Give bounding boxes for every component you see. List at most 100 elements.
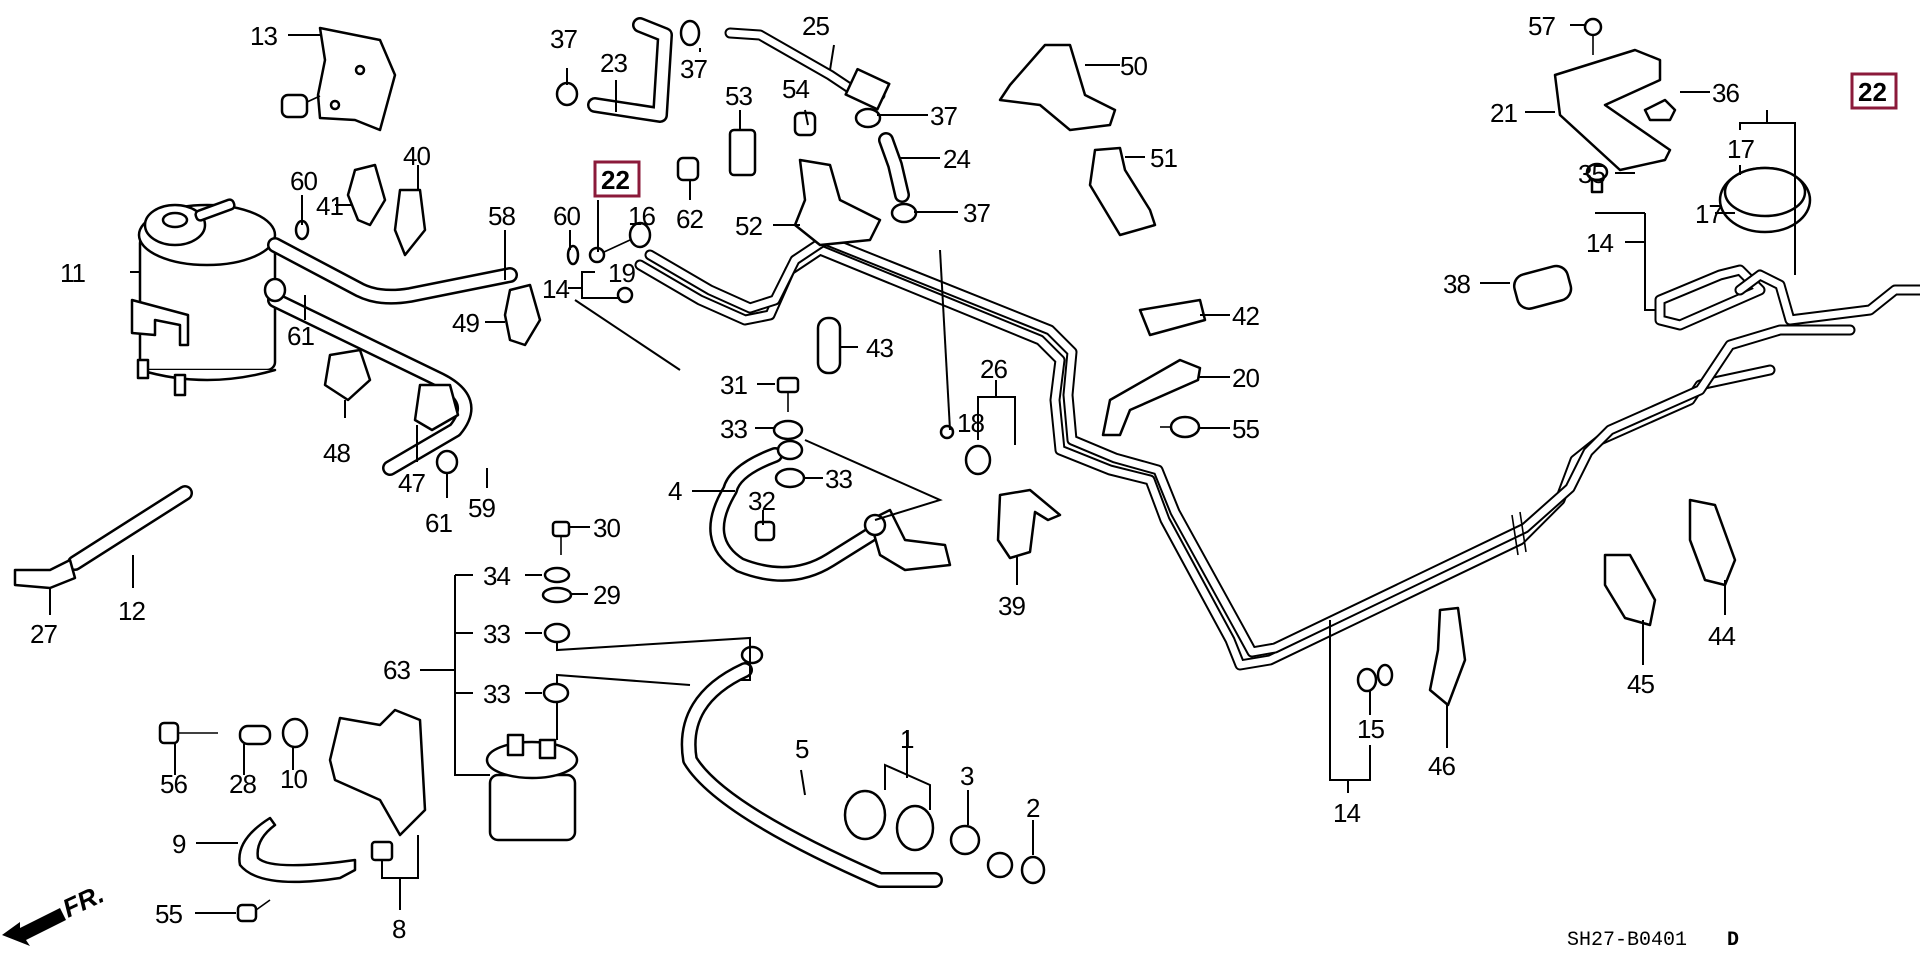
callout-17[interactable]: 17 bbox=[1727, 134, 1755, 164]
front-direction-indicator: FR. bbox=[2, 879, 109, 946]
bracket-part-13[interactable] bbox=[280, 26, 397, 132]
callout-57[interactable]: 57 bbox=[1528, 11, 1556, 41]
callout-61[interactable]: 61 bbox=[425, 508, 453, 538]
callout-60[interactable]: 60 bbox=[553, 201, 581, 231]
callout-15[interactable]: 15 bbox=[1357, 714, 1385, 744]
callout-41[interactable]: 41 bbox=[316, 191, 344, 221]
callout-54[interactable]: 54 bbox=[782, 74, 810, 104]
hose-part-58[interactable] bbox=[267, 237, 518, 305]
hose-part-12[interactable] bbox=[67, 485, 193, 571]
callout-11[interactable]: 11 bbox=[60, 258, 87, 288]
brake-hose-part-5[interactable] bbox=[680, 645, 1014, 888]
callout-40[interactable]: 40 bbox=[403, 141, 431, 171]
callout-43[interactable]: 43 bbox=[866, 333, 894, 363]
callout-37[interactable]: 37 bbox=[550, 24, 578, 54]
callout-48[interactable]: 48 bbox=[323, 438, 351, 468]
callout-27[interactable]: 27 bbox=[30, 619, 58, 649]
callout-2[interactable]: 2 bbox=[1026, 793, 1041, 823]
callout-19[interactable]: 19 bbox=[608, 258, 636, 288]
callout-35[interactable]: 35 bbox=[1578, 159, 1606, 189]
callout-14[interactable]: 14 bbox=[1333, 798, 1361, 828]
callout-55[interactable]: 55 bbox=[155, 899, 183, 929]
callout-21[interactable]: 21 bbox=[1490, 98, 1518, 128]
callout-61[interactable]: 61 bbox=[287, 321, 315, 351]
callout-1[interactable]: 1 bbox=[900, 724, 915, 754]
front-arrow-icon bbox=[2, 908, 66, 946]
callout-32[interactable]: 32 bbox=[748, 486, 776, 516]
callout-14[interactable]: 14 bbox=[1586, 228, 1614, 258]
callout-45[interactable]: 45 bbox=[1627, 669, 1655, 699]
callout-9[interactable]: 9 bbox=[172, 829, 187, 859]
callout-52[interactable]: 52 bbox=[735, 211, 763, 241]
callout-56[interactable]: 56 bbox=[160, 769, 188, 799]
highlight-box-22-right[interactable] bbox=[1850, 72, 1898, 110]
callout-63[interactable]: 63 bbox=[383, 655, 411, 685]
small-parts bbox=[13, 17, 1812, 923]
callout-44[interactable]: 44 bbox=[1708, 621, 1736, 651]
callout-33[interactable]: 33 bbox=[825, 464, 853, 494]
callout-5[interactable]: 5 bbox=[795, 734, 810, 764]
callout-17[interactable]: 17 bbox=[1695, 199, 1723, 229]
callout-31[interactable]: 31 bbox=[720, 370, 748, 400]
diagram-code-text: SH27-B0401 bbox=[1567, 929, 1687, 952]
diagram-code: SH27-B0401 D bbox=[1567, 929, 1739, 952]
callout-23[interactable]: 23 bbox=[600, 48, 628, 78]
callout-28[interactable]: 28 bbox=[229, 769, 257, 799]
callout-39[interactable]: 39 bbox=[998, 591, 1026, 621]
fuel-filter[interactable] bbox=[485, 733, 579, 842]
callout-8[interactable]: 8 bbox=[392, 914, 407, 944]
callout-37[interactable]: 37 bbox=[930, 101, 958, 131]
callout-22-boxed[interactable]: 22 bbox=[601, 165, 630, 195]
diagram-code-suffix: D bbox=[1727, 929, 1739, 952]
callout-13[interactable]: 13 bbox=[250, 21, 278, 51]
callout-55[interactable]: 55 bbox=[1232, 414, 1260, 444]
callout-59[interactable]: 59 bbox=[468, 493, 496, 523]
hose-part-24[interactable] bbox=[878, 132, 910, 203]
callout-53[interactable]: 53 bbox=[725, 81, 753, 111]
callout-29[interactable]: 29 bbox=[593, 580, 621, 610]
callout-36[interactable]: 36 bbox=[1712, 78, 1740, 108]
callout-26[interactable]: 26 bbox=[980, 354, 1008, 384]
callout-37[interactable]: 37 bbox=[680, 54, 708, 84]
callout-22-boxed[interactable]: 22 bbox=[1858, 77, 1887, 107]
pipe-part-25[interactable] bbox=[724, 27, 891, 111]
callout-62[interactable]: 62 bbox=[676, 204, 704, 234]
callout-20[interactable]: 20 bbox=[1232, 363, 1260, 393]
leader-lines bbox=[49, 24, 1796, 914]
bracket-part-8[interactable] bbox=[328, 708, 427, 862]
callout-33[interactable]: 33 bbox=[720, 414, 748, 444]
callout-60[interactable]: 60 bbox=[290, 166, 318, 196]
callout-12[interactable]: 12 bbox=[118, 596, 146, 626]
callout-49[interactable]: 49 bbox=[452, 308, 480, 338]
strap-part-9[interactable] bbox=[238, 816, 357, 884]
canister-part-11[interactable] bbox=[130, 198, 277, 397]
callout-46[interactable]: 46 bbox=[1428, 751, 1456, 781]
brake-hose-part-4[interactable] bbox=[709, 439, 952, 582]
hose-part-59[interactable] bbox=[267, 292, 473, 476]
callout-51[interactable]: 51 bbox=[1150, 143, 1178, 173]
callout-24[interactable]: 24 bbox=[943, 144, 971, 174]
callout-37[interactable]: 37 bbox=[963, 198, 991, 228]
callout-30[interactable]: 30 bbox=[593, 513, 621, 543]
callout-18[interactable]: 18 bbox=[957, 408, 985, 438]
callout-50[interactable]: 50 bbox=[1120, 51, 1148, 81]
callout-42[interactable]: 42 bbox=[1232, 301, 1260, 331]
callout-33[interactable]: 33 bbox=[483, 679, 511, 709]
highlight-box-22-left[interactable] bbox=[593, 160, 641, 198]
callout-labels: 13 37 23 37 25 53 54 37 50 24 51 22 62 5… bbox=[30, 11, 1887, 944]
callout-14[interactable]: 14 bbox=[542, 274, 570, 304]
callout-58[interactable]: 58 bbox=[488, 201, 516, 231]
callout-34[interactable]: 34 bbox=[483, 561, 511, 591]
front-label: FR. bbox=[58, 879, 109, 924]
callout-33[interactable]: 33 bbox=[483, 619, 511, 649]
callout-25[interactable]: 25 bbox=[802, 11, 830, 41]
callout-47[interactable]: 47 bbox=[398, 468, 426, 498]
hose-part-23[interactable] bbox=[587, 17, 673, 123]
callout-10[interactable]: 10 bbox=[280, 764, 308, 794]
fuel-pipe-bundle[interactable] bbox=[634, 234, 1920, 671]
callout-16[interactable]: 16 bbox=[628, 201, 656, 231]
callout-3[interactable]: 3 bbox=[960, 761, 975, 791]
callout-38[interactable]: 38 bbox=[1443, 269, 1471, 299]
callout-4[interactable]: 4 bbox=[668, 476, 683, 506]
